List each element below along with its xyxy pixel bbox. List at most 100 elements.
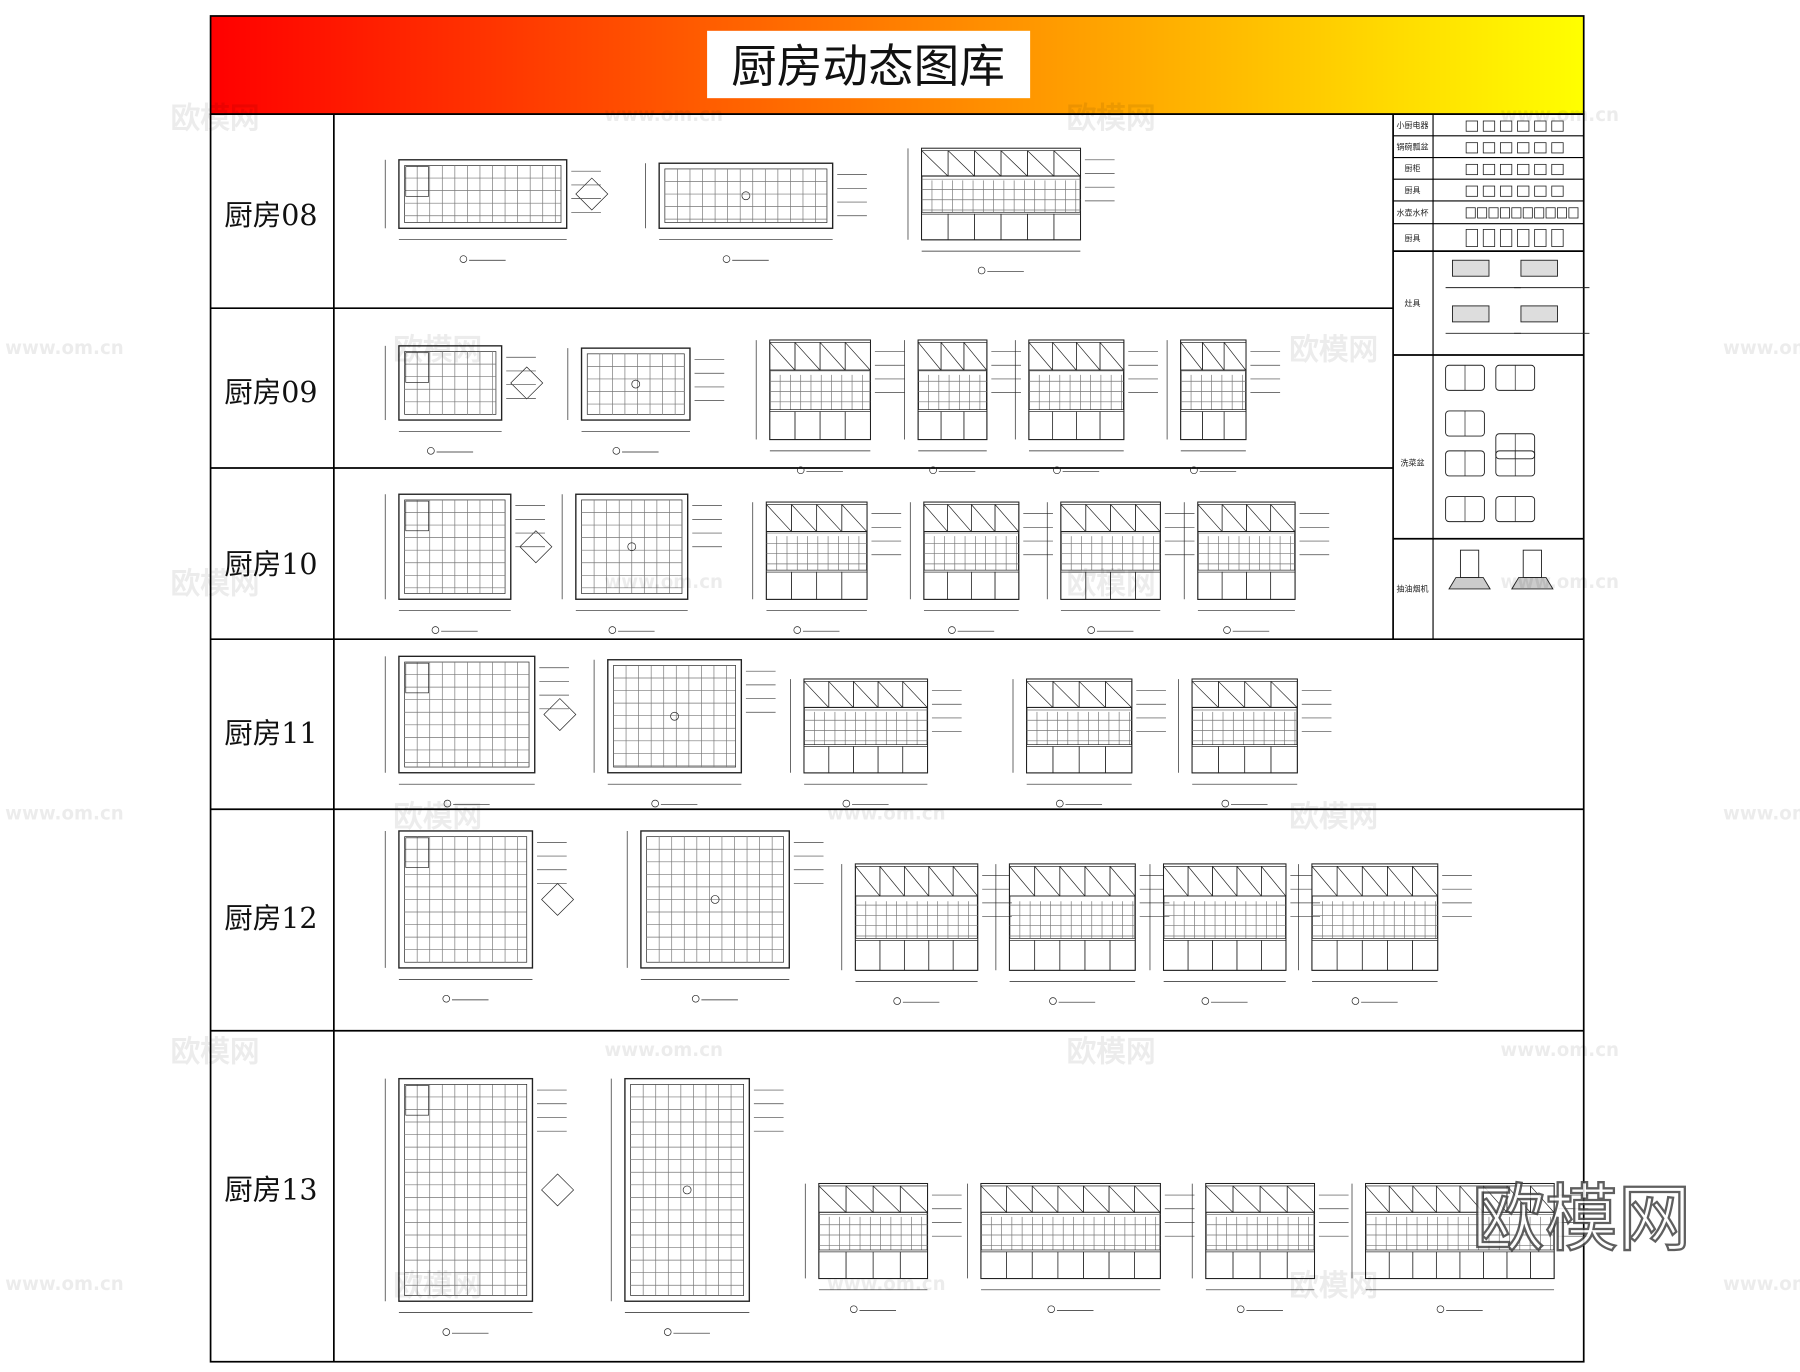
appliance-block-icon: [1551, 185, 1564, 197]
svg-text:www.om.cn: www.om.cn: [5, 1274, 124, 1295]
appliance-block-icon: [1551, 120, 1564, 132]
header-banner: 厨房动态图库: [209, 15, 1585, 115]
side-category-label: 锅碗瓢盆: [1397, 142, 1429, 152]
row-label-kitchen-08: 厨房08: [224, 199, 317, 232]
floor-plan-drawing: [384, 830, 575, 1003]
appliance-block-icon: [1517, 185, 1530, 197]
side-category-label: 灶具: [1405, 298, 1421, 308]
compass-icon: [543, 698, 577, 732]
svg-text:www.om.cn: www.om.cn: [1723, 1274, 1800, 1295]
floor-plan-drawing: [384, 1077, 575, 1336]
elevation-drawing: [995, 863, 1170, 1005]
svg-text:www.om.cn: www.om.cn: [604, 105, 723, 126]
appliance-block-icon: [1517, 142, 1530, 154]
light-fixture-icon: [627, 542, 637, 552]
appliance-block-icon: [1499, 207, 1510, 219]
side-category-label: 水壶水杯: [1397, 208, 1429, 218]
floor-plan-drawing: [384, 345, 544, 455]
svg-text:www.om.cn: www.om.cn: [1500, 572, 1619, 593]
svg-text:欧模网: 欧模网: [171, 100, 260, 135]
appliance-block-icon: [1551, 142, 1564, 154]
svg-text:www.om.cn: www.om.cn: [5, 804, 124, 825]
appliance-block-icon: [1499, 142, 1513, 154]
table-frame: [209, 113, 1585, 1363]
elevation-drawing: [904, 339, 1021, 475]
svg-text:欧模网: 欧模网: [1067, 566, 1156, 601]
ceiling-plan-drawing: [645, 162, 867, 263]
appliance-block-icon: [1465, 207, 1476, 219]
appliance-block-icon: [1534, 185, 1547, 197]
appliance-block-icon: [1568, 207, 1579, 219]
light-fixture-icon: [710, 895, 720, 904]
elevation-drawing: [967, 1182, 1195, 1313]
watermark-logo-large: 欧模网: [1472, 1177, 1691, 1262]
appliance-block-icon: [1534, 163, 1547, 176]
appliance-block-icon: [1551, 229, 1564, 247]
elevation-drawing: [1014, 339, 1158, 475]
appliance-block-icon: [1499, 185, 1513, 197]
row-label-kitchen-10: 厨房10: [224, 548, 317, 581]
light-fixture-icon: [631, 379, 641, 389]
appliance-block-icon: [1534, 207, 1545, 219]
appliance-block-icon: [1511, 207, 1522, 219]
appliance-block-icon: [1465, 120, 1478, 132]
appliance-block-icon: [1477, 207, 1488, 219]
svg-text:www.om.cn: www.om.cn: [604, 572, 723, 593]
svg-text:欧模网: 欧模网: [171, 1034, 260, 1069]
floor-plan-drawing: [384, 493, 553, 634]
svg-text:欧模网: 欧模网: [1067, 100, 1156, 135]
row-label-kitchen-12: 厨房12: [224, 902, 317, 935]
compass-icon: [541, 882, 575, 916]
svg-text:欧模网: 欧模网: [1289, 798, 1378, 833]
compass-icon: [541, 1173, 575, 1207]
appliance-block-icon: [1499, 120, 1513, 132]
svg-text:www.om.cn: www.om.cn: [827, 1274, 946, 1295]
elevation-drawing: [909, 501, 1053, 634]
appliance-block-icon: [1482, 185, 1496, 197]
appliance-block-icon: [1482, 142, 1496, 154]
appliance-block-icon: [1499, 229, 1513, 247]
elevation-drawing: [1149, 863, 1321, 1005]
elevation-drawing: [755, 339, 905, 475]
row-label-kitchen-11: 厨房11: [224, 717, 317, 750]
ceiling-plan-drawing: [593, 659, 776, 808]
light-fixture-icon: [741, 191, 751, 201]
floor-plan-drawing: [384, 159, 609, 263]
ceiling-plan-drawing: [561, 493, 722, 634]
elevation-drawing: [1178, 678, 1332, 808]
svg-text:www.om.cn: www.om.cn: [1500, 1040, 1619, 1061]
elevation-drawing: [752, 501, 902, 634]
elevation-drawing: [907, 147, 1115, 275]
svg-text:www.om.cn: www.om.cn: [1723, 804, 1800, 825]
svg-text:欧模网: 欧模网: [393, 798, 482, 833]
side-category-label: 厨具: [1405, 234, 1421, 243]
svg-text:www.om.cn: www.om.cn: [1500, 105, 1619, 126]
stove-block-icon: [1451, 259, 1490, 277]
ceiling-plan-drawing: [626, 830, 824, 1003]
appliance-block-icon: [1534, 142, 1547, 154]
appliance-block-icon: [1517, 163, 1530, 176]
elevation-drawing: [841, 863, 1012, 1005]
compass-icon: [519, 530, 553, 564]
appliance-block-icon: [1482, 120, 1496, 132]
appliance-block-icon: [1522, 207, 1533, 219]
svg-text:欧模网: 欧模网: [393, 332, 482, 367]
kitchen-drawings: [384, 147, 1589, 1336]
elevation-drawing: [1012, 678, 1166, 808]
appliance-block-icon: [1517, 229, 1530, 247]
elevation-drawing: [1298, 863, 1472, 1005]
watermarks: 欧模网 www.om.cn 欧模网 www.om.cn www.om.cn 欧模…: [5, 100, 1800, 1303]
appliance-block-icon: [1499, 163, 1513, 176]
appliance-block-icon: [1465, 142, 1478, 154]
svg-text:www.om.cn: www.om.cn: [827, 804, 946, 825]
elevation-drawing: [1166, 339, 1281, 475]
side-panel-library: 小厨电器 锅碗瓢盆 厨柜 厨具 水壶水杯 厨具 灶具 洗菜盆 抽油烟机: [1393, 114, 1590, 640]
row-label-kitchen-13: 厨房13: [224, 1174, 317, 1207]
appliance-block-icon: [1517, 120, 1530, 132]
light-fixture-icon: [670, 711, 679, 721]
side-category-label: 抽油烟机: [1397, 583, 1429, 593]
stove-block-icon: [1520, 259, 1558, 277]
page-title: 厨房动态图库: [731, 40, 1005, 93]
appliance-block-icon: [1557, 207, 1567, 219]
stove-block-icon: [1520, 305, 1558, 323]
